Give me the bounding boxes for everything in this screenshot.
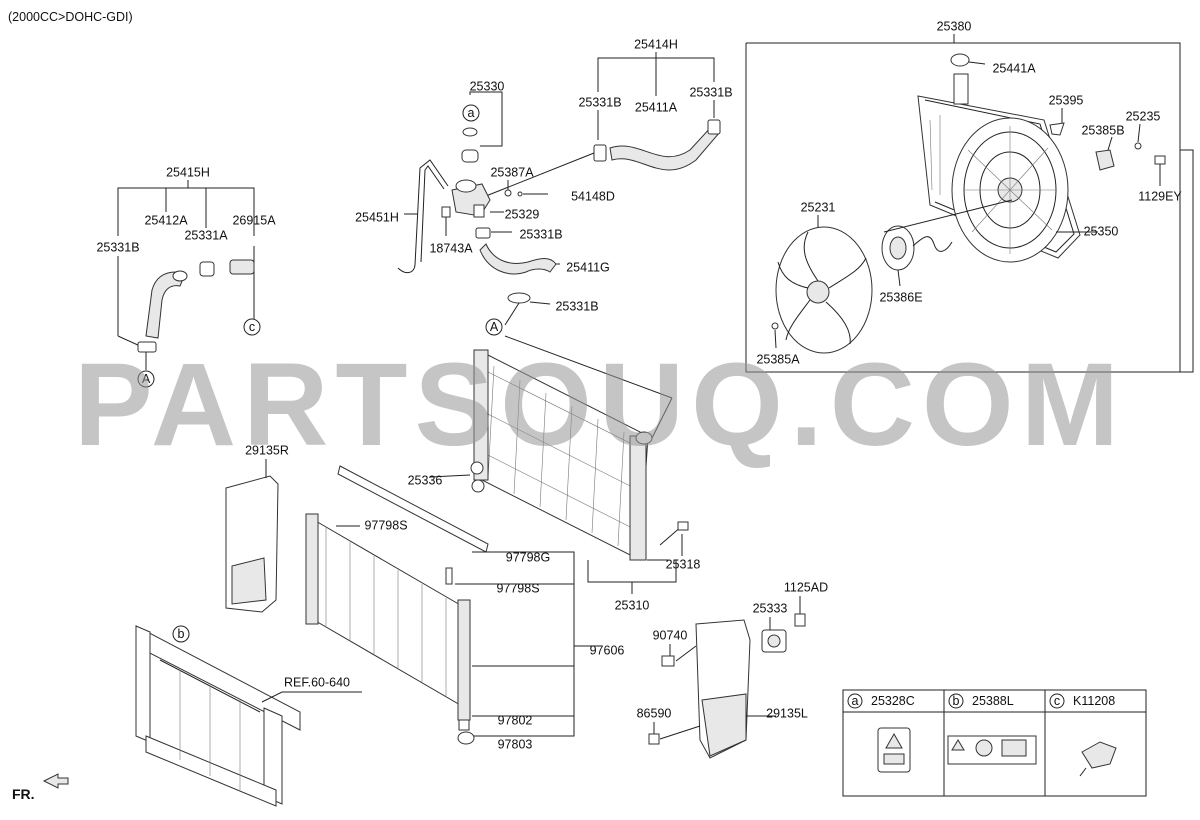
part-callout-25380[interactable]: 25380 xyxy=(937,19,972,33)
part-callout-25441a[interactable]: 25441A xyxy=(992,61,1036,75)
legend-letter: a xyxy=(852,694,859,708)
reference-marker-c: c xyxy=(243,318,261,336)
part-callout-25331b[interactable]: 25331B xyxy=(519,227,562,241)
part-callout-25451h[interactable]: 25451H xyxy=(355,210,399,224)
upper-hose-group xyxy=(397,52,721,326)
part-callout-97798s[interactable]: 97798S xyxy=(364,518,407,532)
legend-letter: c xyxy=(1054,694,1060,708)
reference-marker-a: a xyxy=(462,104,480,122)
legend-entry-a: a 25328C xyxy=(847,693,915,709)
legend-part-number[interactable]: 25328C xyxy=(871,694,915,708)
part-callout-97803[interactable]: 97803 xyxy=(498,737,533,751)
legend-table xyxy=(842,689,1147,797)
part-callout-25330[interactable]: 25330 xyxy=(470,79,505,93)
carrier-frame-group xyxy=(135,625,362,807)
part-callout-25318[interactable]: 25318 xyxy=(666,557,701,571)
part-callout-25331b[interactable]: 25331B xyxy=(578,95,621,109)
part-callout-29135r[interactable]: 29135R xyxy=(245,443,289,457)
part-callout-54148d[interactable]: 54148D xyxy=(571,189,615,203)
connector-icon xyxy=(1079,741,1117,777)
part-callout-97798s[interactable]: 97798S xyxy=(496,581,539,595)
part-callout-ref-60-640[interactable]: REF.60-640 xyxy=(284,675,350,689)
part-callout-29135l[interactable]: 29135L xyxy=(766,706,808,720)
part-callout-25329[interactable]: 25329 xyxy=(505,207,540,221)
part-callout-25411a[interactable]: 25411A xyxy=(635,100,678,114)
part-callout-26915a[interactable]: 26915A xyxy=(232,213,276,227)
marker-letter: a xyxy=(468,106,475,120)
part-callout-90740[interactable]: 90740 xyxy=(653,628,688,642)
part-callout-25385b[interactable]: 25385B xyxy=(1081,123,1124,137)
marker-letter: A xyxy=(490,320,499,334)
legend-letter: b xyxy=(953,694,960,708)
condenser-group xyxy=(305,465,600,745)
front-arrow-icon xyxy=(42,773,69,789)
part-callout-18743a[interactable]: 18743A xyxy=(429,241,473,255)
engine-spec-label: (2000CC>DOHC-GDI) xyxy=(8,10,133,24)
part-callout-1129ey[interactable]: 1129EY xyxy=(1138,189,1182,203)
legend-entry-b: b 25388L xyxy=(948,693,1014,709)
part-callout-25386e[interactable]: 25386E xyxy=(879,290,922,304)
part-callout-25331b[interactable]: 25331B xyxy=(555,299,598,313)
hazard-label-icon xyxy=(877,727,911,773)
part-callout-97606[interactable]: 97606 xyxy=(590,643,625,657)
reference-marker-b: b xyxy=(172,625,190,643)
part-callout-1125ad[interactable]: 1125AD xyxy=(784,580,828,594)
legend-entries: a 25328C b 25388L c K11208 xyxy=(847,693,1115,709)
part-callout-25395[interactable]: 25395 xyxy=(1049,93,1084,107)
warning-label-icon xyxy=(947,735,1037,765)
lower-hose-group xyxy=(117,180,255,370)
part-callout-25336[interactable]: 25336 xyxy=(408,473,443,487)
legend-entry-c: c K11208 xyxy=(1049,693,1115,709)
reference-marker-a: A xyxy=(485,318,503,336)
part-callout-25412a[interactable]: 25412A xyxy=(144,213,188,227)
part-callout-25310[interactable]: 25310 xyxy=(615,598,650,612)
part-callout-86590[interactable]: 86590 xyxy=(637,706,672,720)
part-callout-25387a[interactable]: 25387A xyxy=(490,165,534,179)
legend-part-number[interactable]: 25388L xyxy=(972,694,1014,708)
marker-letter: c xyxy=(249,320,255,334)
part-callout-25231[interactable]: 25231 xyxy=(801,200,836,214)
part-callout-25411g[interactable]: 25411G xyxy=(566,260,610,274)
radiator-group xyxy=(429,335,689,594)
marker-letter: b xyxy=(178,627,185,641)
marker-letter: A xyxy=(142,372,151,386)
part-callout-25331a[interactable]: 25331A xyxy=(184,228,228,242)
air-guard-group xyxy=(225,459,806,759)
part-callout-25331b[interactable]: 25331B xyxy=(689,85,732,99)
part-callout-25415h[interactable]: 25415H xyxy=(166,165,210,179)
fan-assembly-group xyxy=(745,34,1194,373)
reference-markers: aA Ac b xyxy=(137,104,503,643)
part-callout-97802[interactable]: 97802 xyxy=(498,713,533,727)
legend-part-number[interactable]: K11208 xyxy=(1073,694,1115,708)
part-callout-25331b[interactable]: 25331B xyxy=(96,240,139,254)
part-callout-25333[interactable]: 25333 xyxy=(753,601,788,615)
part-callout-97798g[interactable]: 97798G xyxy=(506,550,550,564)
reference-marker-a: A xyxy=(137,370,155,388)
front-direction-label: FR. xyxy=(12,786,35,802)
part-callout-25235[interactable]: 25235 xyxy=(1126,109,1161,123)
part-callout-25414h[interactable]: 25414H xyxy=(634,37,678,51)
part-callout-25350[interactable]: 25350 xyxy=(1084,224,1119,238)
part-callout-25385a[interactable]: 25385A xyxy=(756,352,800,366)
